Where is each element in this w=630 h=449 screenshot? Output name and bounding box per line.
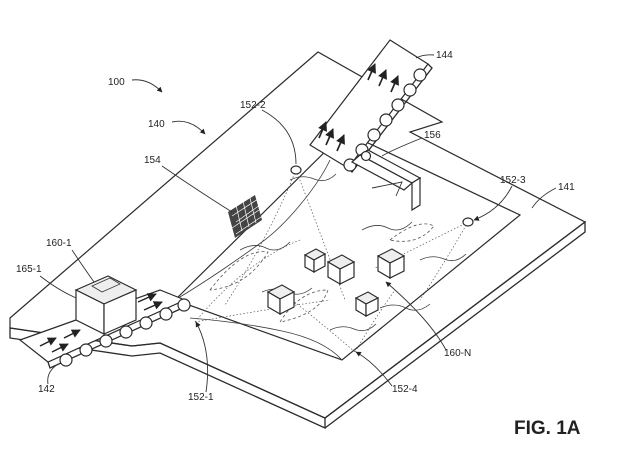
- item-box: [354, 291, 380, 318]
- label-160-N: 160-N: [444, 348, 471, 359]
- item-box: [303, 248, 327, 274]
- fiducial-grid: [228, 195, 262, 238]
- label-100: 100: [108, 77, 125, 88]
- camera-152-2: [290, 165, 302, 175]
- floor-items: [266, 248, 406, 318]
- facility-floor: [173, 131, 522, 361]
- label-154: 154: [144, 155, 161, 166]
- item-box: [376, 248, 406, 280]
- sensor-fields: [194, 169, 469, 353]
- label-152-1: 152-1: [188, 392, 214, 403]
- item-box: [326, 254, 356, 286]
- label-156: 156: [424, 130, 441, 141]
- label-142: 142: [38, 384, 55, 395]
- item-box: [266, 284, 296, 316]
- label-144: 144: [436, 50, 453, 61]
- label-165-1: 165-1: [16, 264, 42, 275]
- reference-labels: 100 140 141 144 152-2 156 152-3 154 160-…: [16, 50, 575, 403]
- inbound-item-box: [74, 275, 138, 335]
- label-141: 141: [558, 182, 575, 193]
- label-152-3: 152-3: [500, 175, 526, 186]
- camera-152-3: [462, 217, 474, 227]
- robotic-arm: [350, 149, 422, 212]
- label-152-2: 152-2: [240, 100, 266, 111]
- label-160-1: 160-1: [46, 238, 72, 249]
- outbound-conveyor: [309, 39, 433, 173]
- label-152-4: 152-4: [392, 384, 418, 395]
- figure-caption: FIG. 1A: [514, 418, 581, 439]
- label-140: 140: [148, 119, 165, 130]
